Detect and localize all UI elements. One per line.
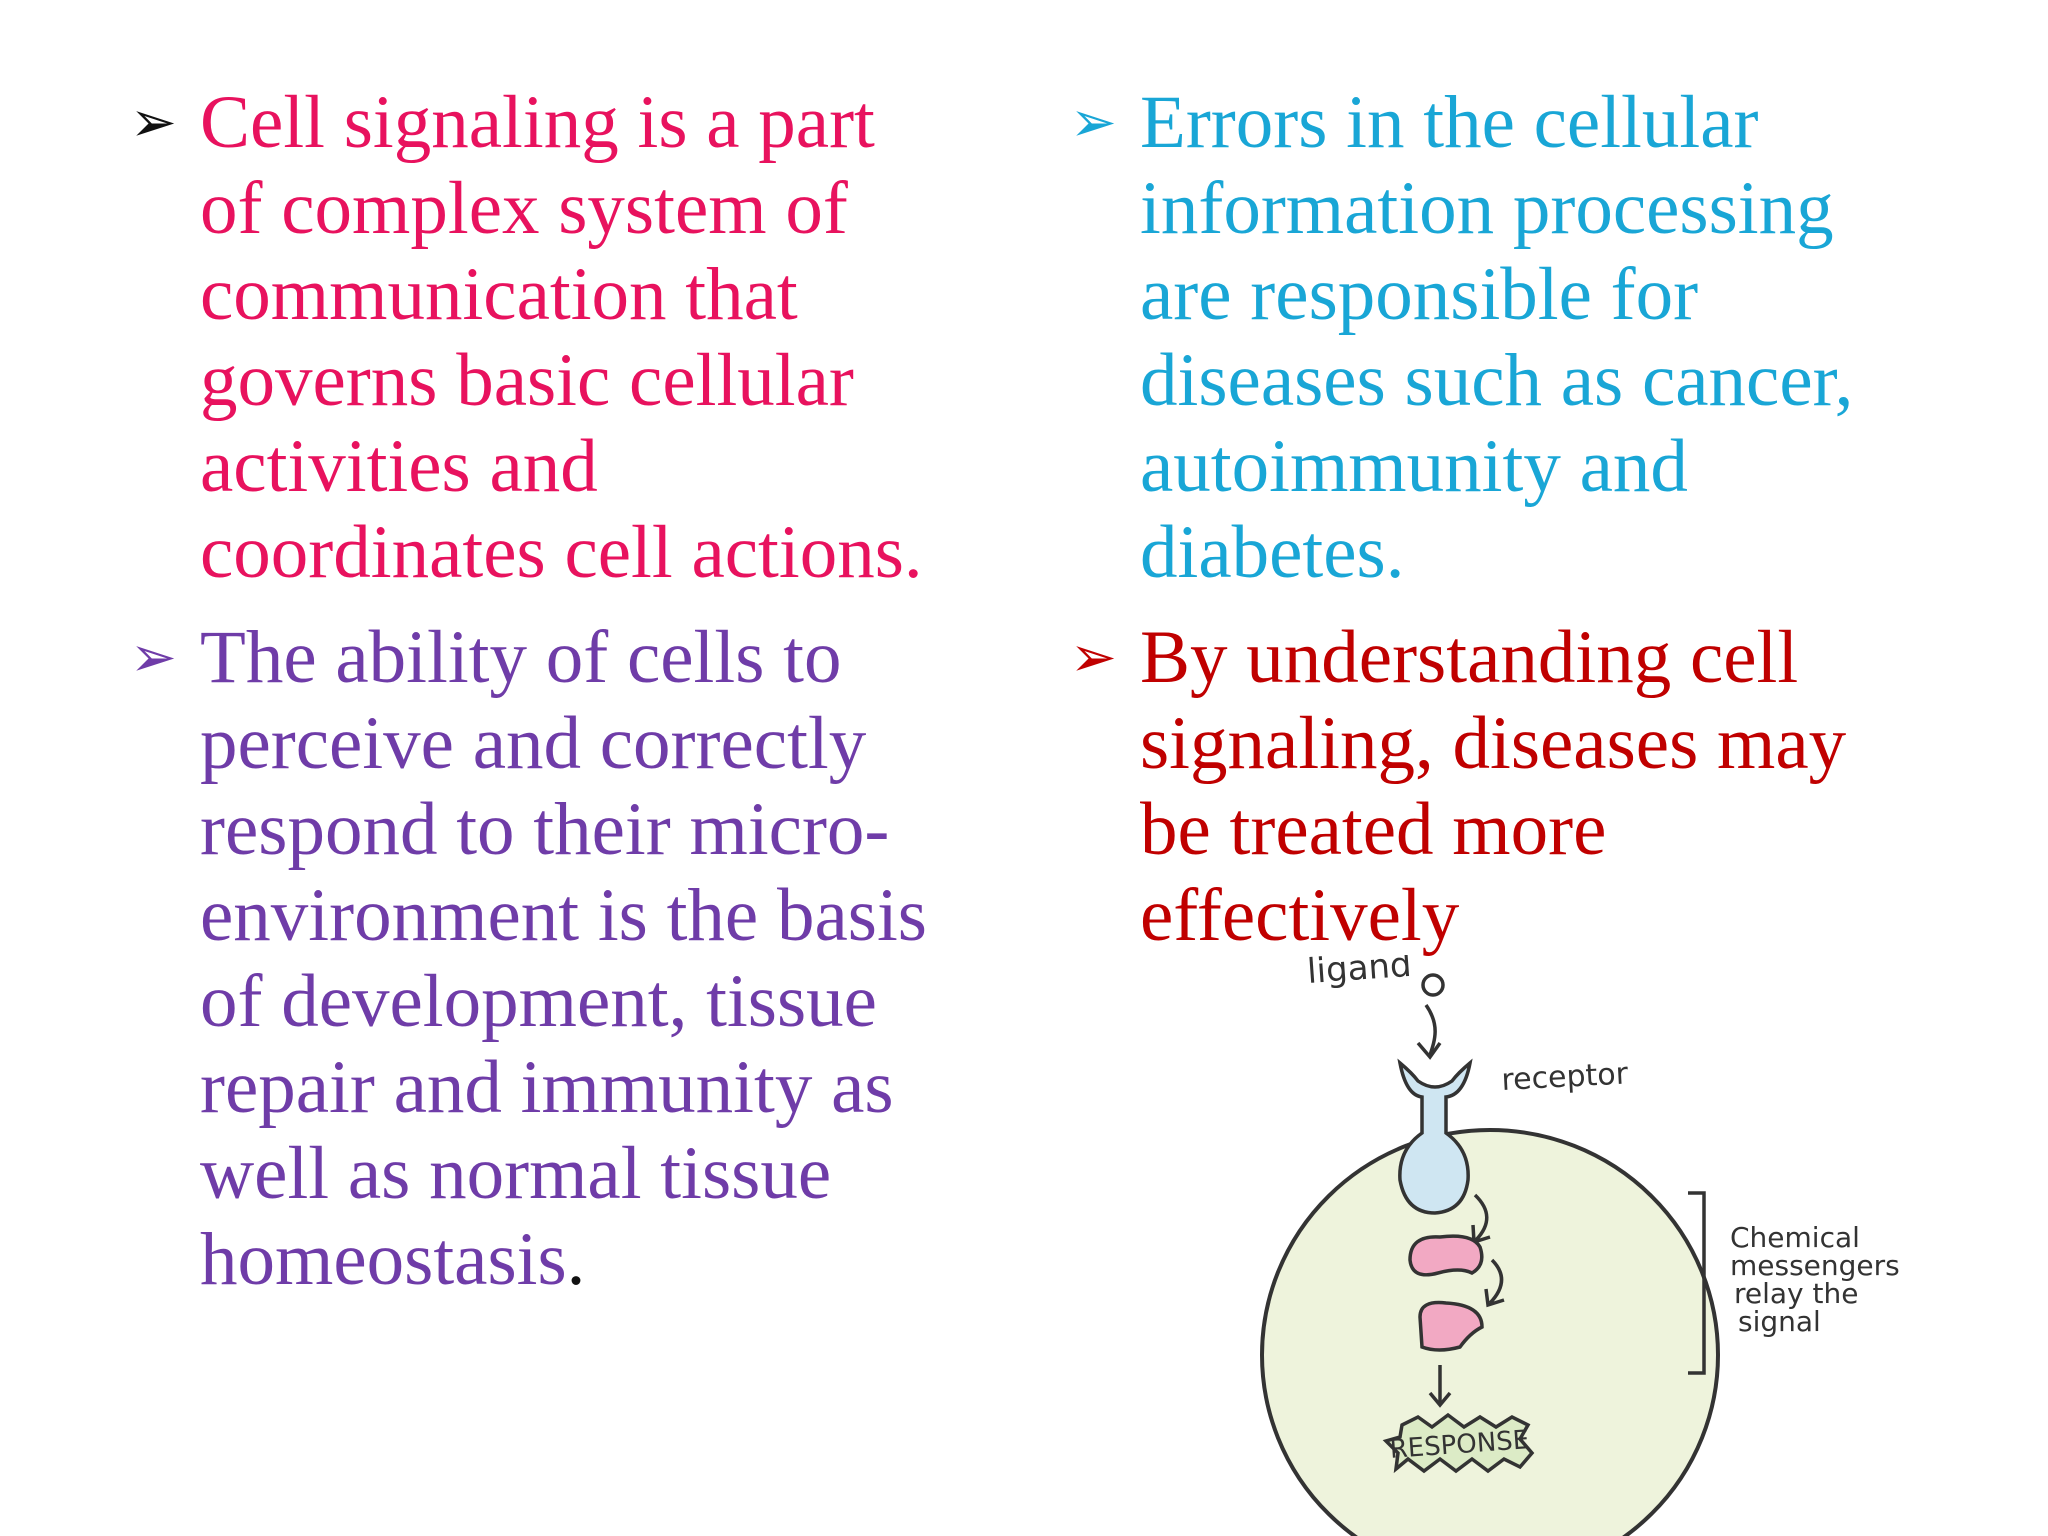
bullet-arrow-icon: ➢ (1070, 625, 1117, 690)
messengers-label-line-1: Chemical (1730, 1221, 1860, 1254)
messengers-bracket (1688, 1191, 1706, 1375)
messengers-label-line-2: messengers (1730, 1249, 1900, 1282)
messenger-protein-icon (1408, 1234, 1484, 1277)
response-badge (1382, 1412, 1535, 1474)
bullet-cell-signaling: ➢ Cell signaling is a part of complex sy… (130, 80, 1020, 596)
relay-arrow-icon (1488, 1258, 1504, 1305)
ligand-label: ligand (1306, 955, 1413, 992)
bullet-understanding: ➢ By understanding cell signaling, disea… (1070, 615, 2000, 959)
ligand-icon (1421, 973, 1445, 997)
messengers-label-line-3: relay the (1734, 1277, 1858, 1310)
receptor-icon (1397, 1058, 1473, 1215)
bullet-text-period: . (566, 1218, 586, 1301)
bullet-arrow-icon: ➢ (130, 90, 177, 155)
bullet-arrow-icon: ➢ (130, 625, 177, 690)
cell-signaling-diagram: ligand receptor RESPONSE (1260, 955, 1960, 1536)
bullet-errors: ➢ Errors in the cellular information pro… (1070, 80, 2000, 596)
bullet-cell-ability: ➢ The ability of cells to perceive and c… (130, 615, 1020, 1303)
bullet-text-main: The ability of cells to perceive and cor… (200, 616, 927, 1301)
relay-arrow-icon (1473, 1193, 1489, 1242)
ligand-arrow-icon (1424, 1003, 1437, 1056)
bullet-arrow-icon: ➢ (1070, 90, 1117, 155)
cell-body (1260, 1128, 1720, 1536)
receptor-label: receptor (1501, 1056, 1630, 1098)
bullet-text: Cell signaling is a part of complex syst… (200, 81, 923, 594)
bullet-text: By understanding cell signaling, disease… (1140, 616, 1847, 957)
messengers-label-line-4: signal (1738, 1305, 1821, 1338)
messenger-protein-icon (1418, 1300, 1484, 1352)
cell-signaling-illustration: ligand receptor RESPONSE (1260, 955, 1900, 1536)
bullet-text: Errors in the cellular information proce… (1140, 81, 1854, 594)
bullet-text: The ability of cells to perceive and cor… (200, 615, 1020, 1303)
